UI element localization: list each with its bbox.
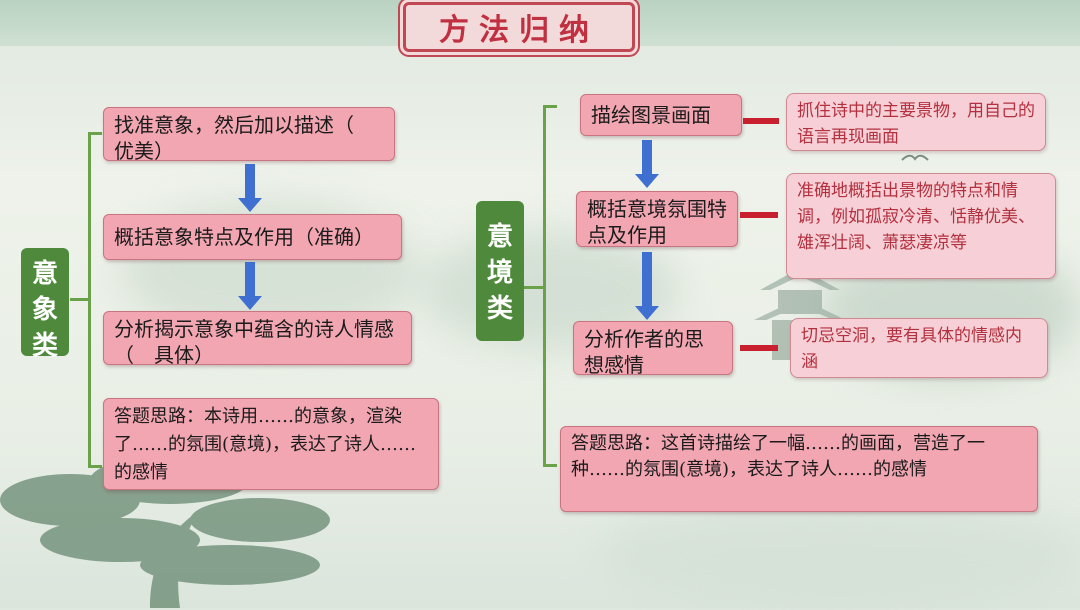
right-note-2-text: 准确地概括出景物的特点和情调，例如孤寂冷清、恬静优美、雄浑壮阔、萧瑟凄凉等 bbox=[797, 181, 1035, 253]
left-answer-box: 答题思路：本诗用……的意象，渲染了……的氛围(意境)，表达了诗人……的感情 bbox=[103, 398, 439, 490]
left-answer-text: 答题思路：本诗用……的意象，渲染了……的氛围(意境)，表达了诗人……的感情 bbox=[114, 406, 417, 483]
right-answer-box: 答题思路：这首诗描绘了一幅……的画面，营造了一种……的氛围(意境)，表达了诗人…… bbox=[560, 426, 1038, 512]
right-category-label: 意境类 bbox=[476, 201, 524, 341]
left-step-2-text: 概括意象特点及作用（准确） bbox=[114, 225, 374, 249]
page-title: 方法归纳 bbox=[439, 13, 599, 48]
bird-icon bbox=[901, 154, 929, 161]
left-category-text: 意象类 bbox=[31, 259, 58, 361]
right-note-3: 切忌空洞，要有具体的情感内涵 bbox=[790, 318, 1048, 378]
right-note-2: 准确地概括出景物的特点和情调，例如孤寂冷清、恬静优美、雄浑壮阔、萧瑟凄凉等 bbox=[786, 173, 1056, 279]
right-step-2: 概括意境氛围特点及作用 bbox=[576, 191, 738, 247]
right-category-text: 意境类 bbox=[486, 222, 513, 324]
left-bracket-bottom bbox=[88, 465, 102, 468]
left-step-3: 分析揭示意象中蕴含的诗人情感（ 具体） bbox=[103, 311, 412, 367]
left-step-2: 概括意象特点及作用（准确） bbox=[103, 214, 402, 260]
right-bracket-bottom bbox=[543, 464, 557, 467]
right-note-1: 抓住诗中的主要景物，用自己的语言再现画面 bbox=[786, 93, 1046, 151]
left-bracket-top bbox=[88, 132, 102, 135]
left-step-3-text: 分析揭示意象中蕴含的诗人情感（ 具体） bbox=[114, 317, 394, 367]
right-step-3: 分析作者的思想感情 bbox=[573, 321, 733, 377]
left-category-label: 意象类 bbox=[21, 248, 69, 361]
left-category-connector bbox=[70, 298, 90, 301]
right-arrow-1 bbox=[635, 140, 659, 188]
left-step-1: 找准意象，然后加以描述（ 优美） bbox=[103, 107, 395, 163]
right-category-connector bbox=[523, 286, 545, 289]
right-step-2-text: 概括意境氛围特点及作用 bbox=[587, 197, 727, 247]
right-connector-3 bbox=[740, 345, 778, 351]
right-step-3-text: 分析作者的思想感情 bbox=[584, 327, 704, 377]
mist-bottom bbox=[600, 500, 1080, 610]
right-note-3-text: 切忌空洞，要有具体的情感内涵 bbox=[801, 326, 1022, 372]
right-step-1-text: 描绘图景画面 bbox=[591, 103, 711, 127]
left-arrow-1 bbox=[238, 164, 262, 212]
right-connector-2 bbox=[740, 212, 778, 218]
right-answer-text: 答题思路：这首诗描绘了一幅……的画面，营造了一种……的氛围(意境)，表达了诗人…… bbox=[571, 433, 985, 480]
title-frame: 方法归纳 bbox=[403, 2, 635, 52]
left-arrow-2 bbox=[238, 262, 262, 310]
right-arrow-2 bbox=[635, 252, 659, 320]
right-bracket-top bbox=[543, 105, 557, 108]
right-connector-1 bbox=[743, 118, 779, 124]
right-step-1: 描绘图景画面 bbox=[580, 94, 742, 136]
left-step-1-text: 找准意象，然后加以描述（ 优美） bbox=[114, 113, 374, 163]
right-note-1-text: 抓住诗中的主要景物，用自己的语言再现画面 bbox=[797, 101, 1035, 147]
